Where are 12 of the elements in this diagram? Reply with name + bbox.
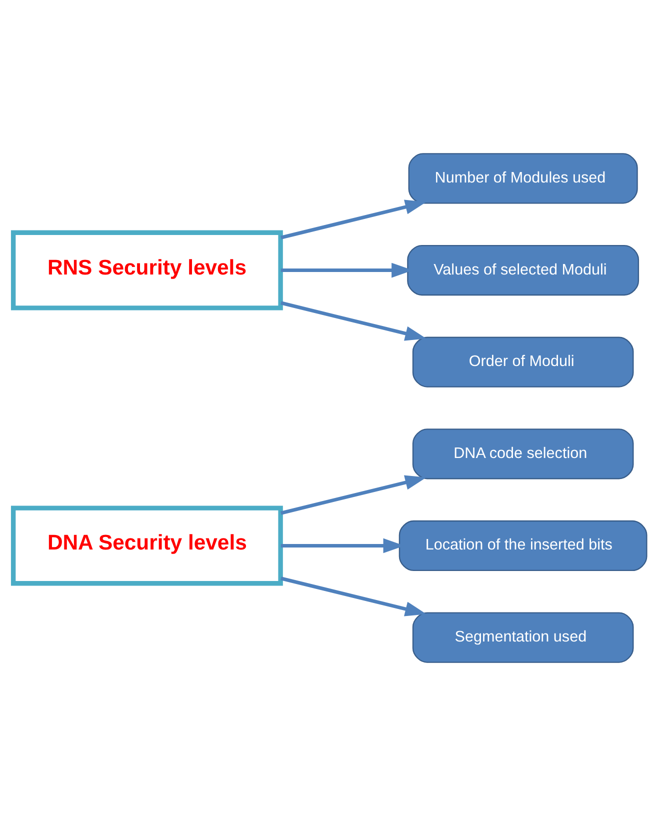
arrow	[280, 300, 426, 340]
node-box: Values of selected Moduli	[407, 244, 640, 296]
node-box: Number of Modules used	[408, 152, 638, 204]
node-box: Location of the inserted bits	[398, 520, 648, 571]
node-box: DNA Security levels	[10, 505, 283, 586]
arrow	[280, 576, 426, 616]
node-box: Order of Moduli	[412, 336, 634, 387]
node-box: DNA code selection	[412, 428, 634, 479]
arrow	[280, 199, 426, 239]
arrow	[280, 474, 426, 514]
node-box: RNS Security levels	[10, 230, 283, 310]
node-box: Segmentation used	[412, 612, 634, 662]
